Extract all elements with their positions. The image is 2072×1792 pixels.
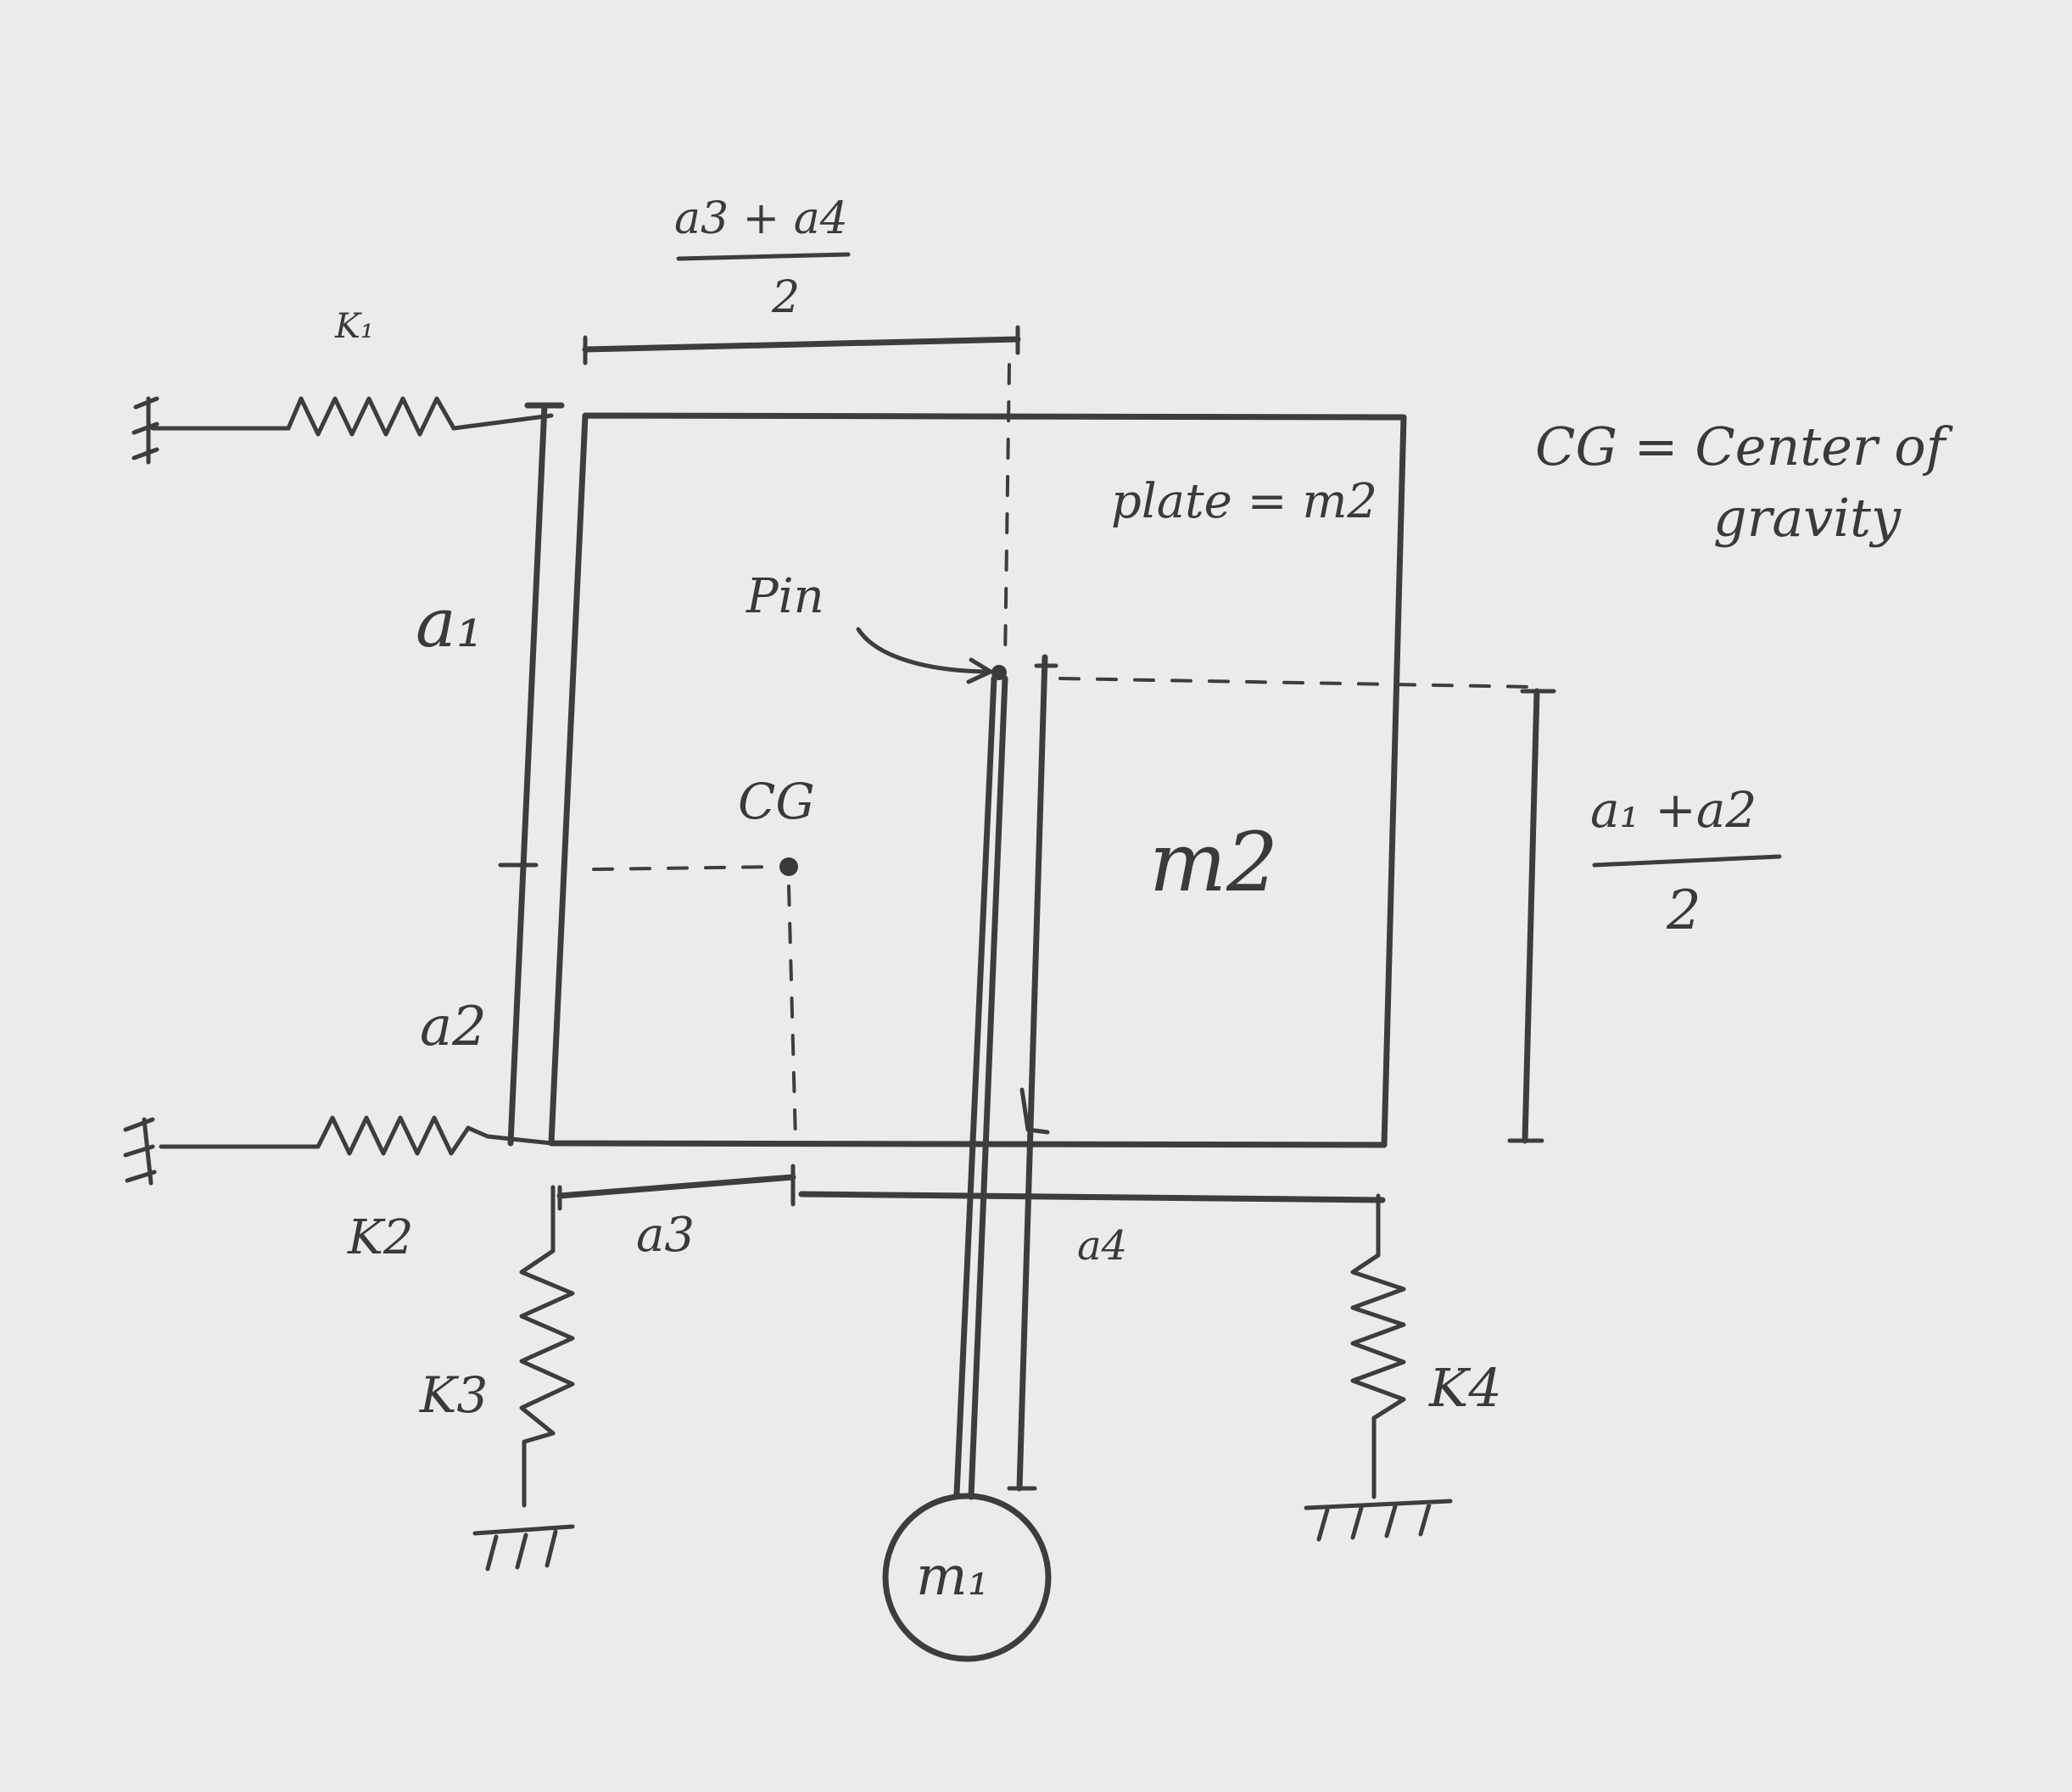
mass-m1-circle bbox=[882, 1493, 1052, 1662]
label-cg: CG bbox=[738, 773, 815, 830]
spring-k2-coil bbox=[316, 1115, 554, 1156]
spring-k1 bbox=[131, 396, 554, 465]
label-cg-note-line1: CG = Center of bbox=[1535, 416, 1954, 477]
spring-k1-lead-right bbox=[451, 413, 554, 431]
spring-k3-lead-bottom bbox=[522, 1431, 556, 1508]
label-cg-note-line2: gravity bbox=[1713, 487, 1902, 549]
label-k3: K3 bbox=[419, 1366, 488, 1424]
rod-length-mid-mark bbox=[1019, 1087, 1050, 1135]
pin-vertical-dashed-guide bbox=[1003, 363, 1011, 663]
bottom-dimension bbox=[556, 1164, 1386, 1211]
center-of-gravity bbox=[592, 857, 798, 1142]
pin-horizontal-dashed-guide bbox=[1058, 677, 1537, 689]
label-plate: plate = m2 bbox=[1111, 474, 1377, 529]
label-a1: a₁ bbox=[416, 583, 483, 662]
spring-k4-coil bbox=[1350, 1253, 1406, 1421]
label-a3: a3 bbox=[636, 1208, 695, 1263]
cg-horizontal-dashed-guide bbox=[592, 865, 778, 871]
spring-k2 bbox=[123, 1115, 554, 1186]
top-fraction-bar bbox=[676, 252, 851, 261]
left-vertical-bar bbox=[507, 402, 548, 1147]
pin-arrowhead bbox=[966, 657, 993, 684]
label-a2: a2 bbox=[420, 996, 487, 1058]
bottom-dimension-a4-line bbox=[798, 1191, 1386, 1203]
label-top-dim-denominator: 2 bbox=[771, 272, 800, 323]
label-right-dim-denominator: 2 bbox=[1666, 879, 1701, 942]
cg-vertical-dashed-guide bbox=[787, 885, 797, 1142]
rod-length-line bbox=[1016, 654, 1048, 1492]
ground-k3-icon bbox=[472, 1524, 575, 1571]
pin-pointer-arrow bbox=[856, 627, 986, 674]
pendulum-rod-right-edge bbox=[968, 675, 1008, 1500]
plate bbox=[548, 412, 1407, 1148]
top-dimension-line bbox=[582, 336, 1021, 353]
right-dimension-line bbox=[1522, 688, 1540, 1144]
pendulum bbox=[856, 627, 1052, 1662]
cg-point bbox=[779, 857, 798, 876]
label-right-dim-numerator: a₁ +a2 bbox=[1590, 781, 1756, 839]
right-fraction-bar bbox=[1592, 854, 1782, 868]
pendulum-rod-left-edge bbox=[953, 675, 997, 1498]
wall-k1-ground-icon bbox=[131, 396, 159, 465]
top-dimension bbox=[582, 252, 1021, 663]
left-dimension-bar bbox=[498, 402, 565, 1147]
spring-k3 bbox=[472, 1185, 575, 1571]
label-k4: K4 bbox=[1428, 1357, 1502, 1419]
bottom-dimension-a3-line bbox=[556, 1174, 796, 1199]
label-top-dim-numerator: a3 + a4 bbox=[674, 193, 848, 244]
label-m2: m2 bbox=[1149, 815, 1278, 910]
spring-k3-coil bbox=[519, 1248, 575, 1436]
label-a4: a4 bbox=[1077, 1222, 1127, 1270]
label-m1: m₁ bbox=[916, 1545, 989, 1608]
spring-k1-coil bbox=[286, 396, 456, 437]
right-dimension bbox=[1507, 688, 1782, 1144]
wall-k2-ground-icon bbox=[123, 1117, 157, 1186]
plate-outline bbox=[548, 412, 1407, 1148]
rod-length-dimension bbox=[1007, 654, 1058, 1492]
spring-k4 bbox=[1304, 1193, 1453, 1542]
ground-k4-icon bbox=[1304, 1499, 1453, 1542]
label-k2: K2 bbox=[347, 1210, 413, 1265]
label-k1: K₁ bbox=[334, 307, 374, 346]
label-pin: Pin bbox=[746, 569, 824, 624]
